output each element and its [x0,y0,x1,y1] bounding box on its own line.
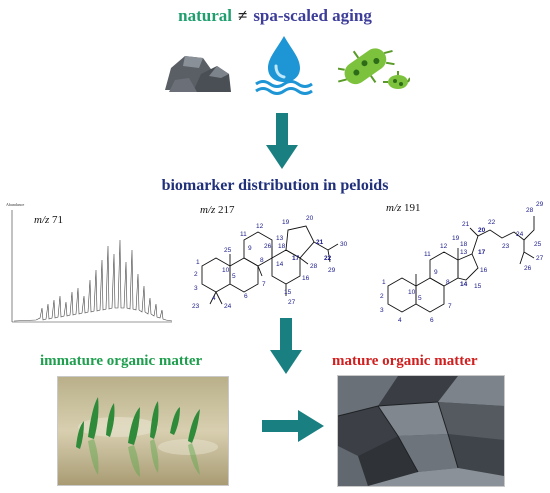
svg-text:19: 19 [452,235,460,242]
chromatogram-mz-label: m/z 71 [34,214,63,226]
svg-text:2: 2 [194,271,198,278]
svg-text:7: 7 [262,281,266,288]
svg-text:17: 17 [478,249,486,256]
svg-text:15: 15 [474,283,482,290]
svg-text:14: 14 [276,261,284,268]
svg-text:26: 26 [524,265,532,272]
svg-text:4: 4 [212,295,216,302]
svg-text:6: 6 [430,317,434,324]
svg-text:21: 21 [462,221,470,228]
svg-text:30: 30 [340,241,348,248]
svg-text:1: 1 [196,259,200,266]
title: natural ≠ spa-scaled aging [0,6,550,26]
svg-text:20: 20 [306,215,314,222]
svg-text:23: 23 [192,303,200,310]
svg-text:11: 11 [240,231,247,238]
dark-peloid-image [338,376,504,486]
svg-text:24: 24 [516,231,524,238]
water-drop-icon [255,36,313,95]
rocks-icon [165,56,231,92]
chromatogram-trace [11,210,173,323]
svg-text:8: 8 [260,257,264,264]
svg-text:27: 27 [536,255,544,262]
chromatogram-axis-title: Abundance [6,202,25,207]
svg-text:25: 25 [534,241,542,248]
svg-text:27: 27 [288,299,296,306]
svg-text:13: 13 [460,249,468,256]
chromatogram-m-z-71: m/z 71 Abundance [6,200,174,328]
svg-text:11: 11 [424,251,431,258]
svg-text:13: 13 [276,235,284,242]
svg-text:22: 22 [324,255,332,262]
svg-text:7: 7 [448,303,452,310]
svg-text:17: 17 [292,255,300,262]
svg-text:5: 5 [418,295,422,302]
svg-text:26: 26 [264,243,272,250]
svg-text:14: 14 [460,281,468,288]
svg-text:12: 12 [440,243,448,250]
title-spa-scaled: spa-scaled aging [253,6,372,25]
mz-value: 71 [52,214,64,226]
plants-in-water-image [58,377,228,485]
svg-text:3: 3 [380,307,384,314]
structure-191-mz-label: m/z 191 [386,202,421,214]
svg-text:25: 25 [224,247,232,254]
svg-text:9: 9 [434,269,438,276]
mz-value: 217 [218,204,235,216]
svg-text:18: 18 [460,241,468,248]
arrow-down-icon [270,318,302,374]
svg-text:10: 10 [408,289,416,296]
svg-text:18: 18 [278,243,286,250]
svg-text:5: 5 [232,273,236,280]
mz-text: m/z [34,214,50,226]
mz-text: m/z [200,204,216,216]
immature-label: immature organic matter [40,353,203,369]
svg-text:15: 15 [284,289,292,296]
svg-text:10: 10 [222,267,230,274]
svg-text:6: 6 [244,293,248,300]
mature-photo [337,375,505,487]
svg-text:3: 3 [194,285,198,292]
structure-217-mz-label: m/z 217 [200,204,235,216]
mature-label: mature organic matter [332,353,478,369]
arrow-right-icon [262,410,324,442]
svg-text:22: 22 [488,219,496,226]
svg-text:29: 29 [328,267,336,274]
biomarker-heading: biomarker distribution in peloids [161,177,389,194]
title-not-equal: ≠ [237,6,248,25]
title-natural: natural [178,6,232,25]
svg-text:16: 16 [480,267,488,274]
svg-text:16: 16 [302,275,310,282]
svg-text:4: 4 [398,317,402,324]
svg-text:28: 28 [526,207,534,214]
svg-text:2: 2 [380,293,384,300]
svg-text:28: 28 [310,263,318,270]
svg-text:1: 1 [382,279,386,286]
svg-text:29: 29 [536,201,544,208]
svg-text:23: 23 [502,243,510,250]
immature-photo [57,376,229,486]
svg-text:19: 19 [282,219,290,226]
mz-value: 191 [404,202,421,214]
svg-text:21: 21 [316,239,324,246]
bacteria-icon [338,48,410,89]
svg-text:9: 9 [248,245,252,252]
mz-text: m/z [386,202,402,214]
svg-text:24: 24 [224,303,232,310]
svg-text:12: 12 [256,223,264,230]
arrow-down-icon [266,113,298,169]
svg-text:20: 20 [478,227,486,234]
svg-text:8: 8 [446,279,450,286]
